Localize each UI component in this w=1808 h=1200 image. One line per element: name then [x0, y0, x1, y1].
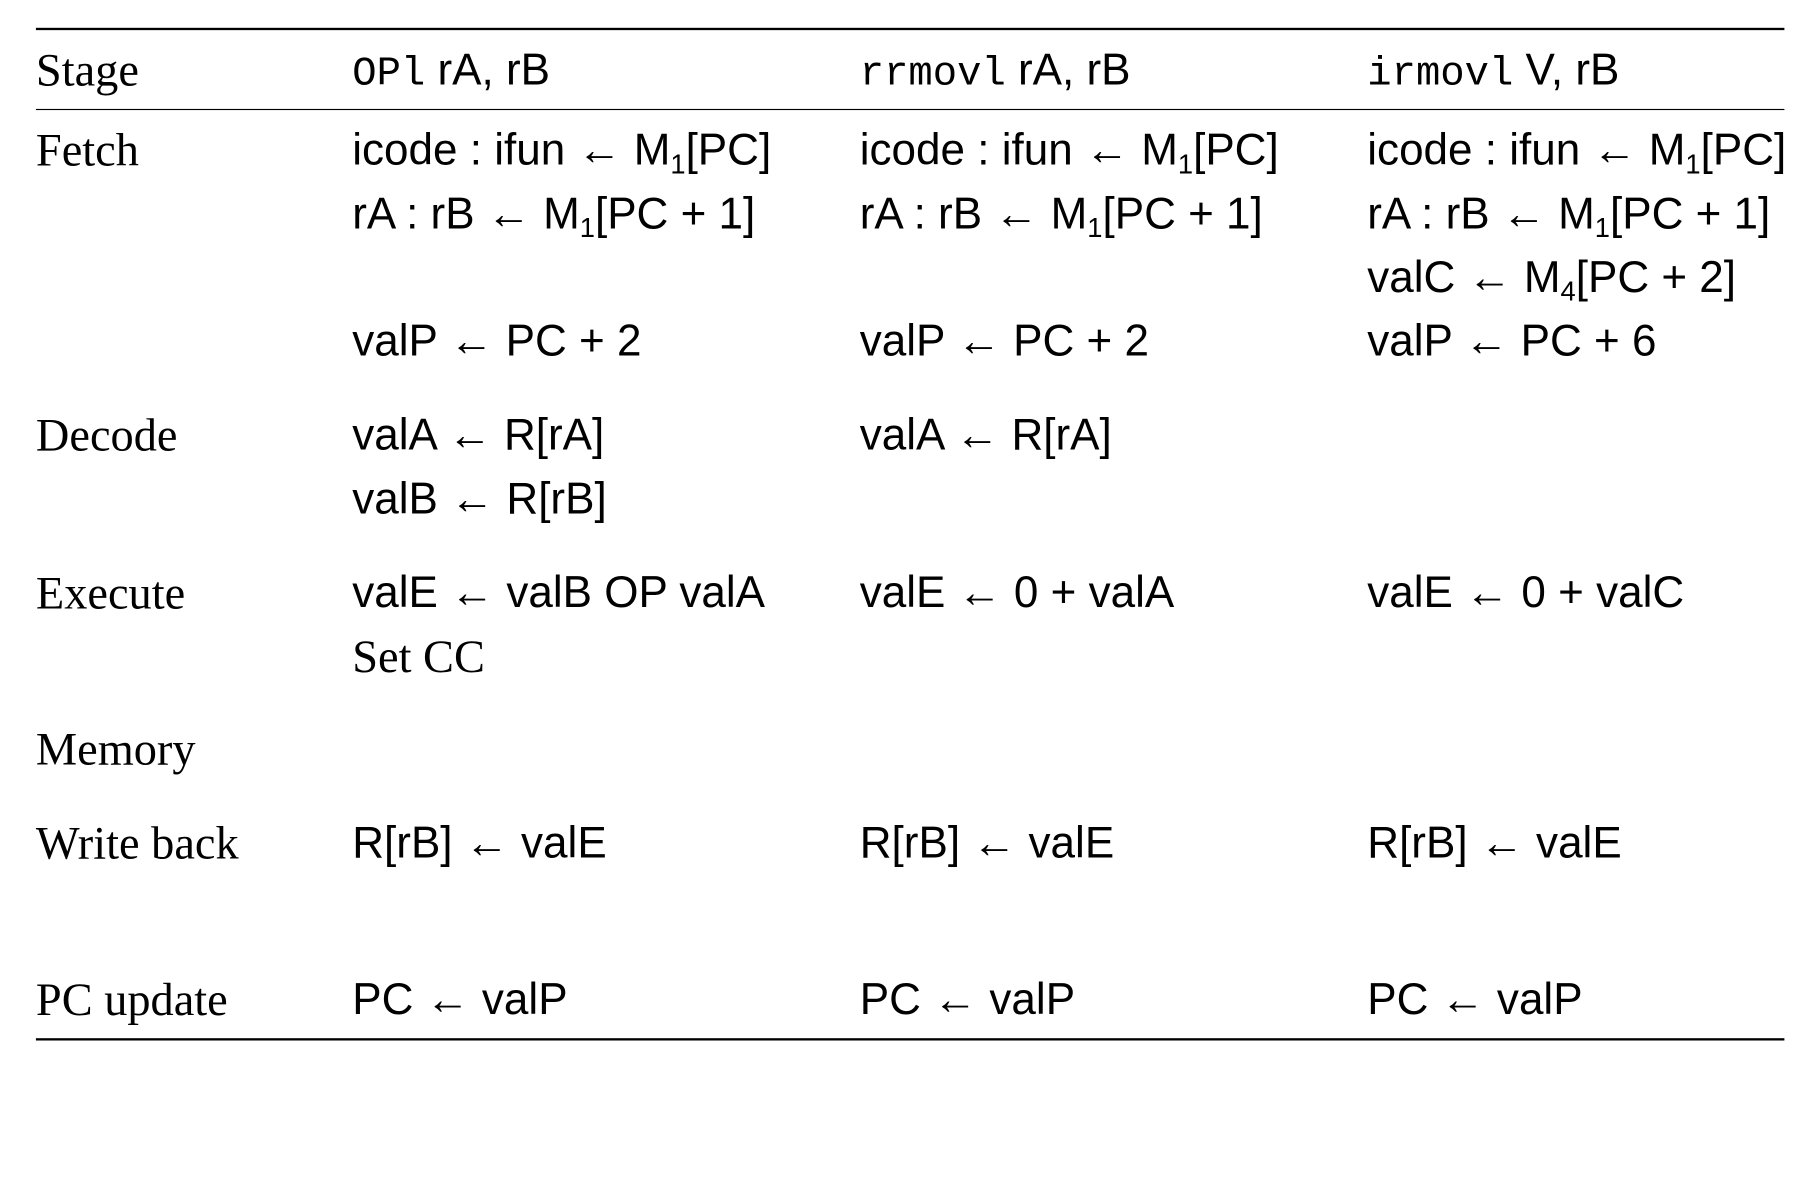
rrmovl-fetch-icode-sub: 1	[1177, 148, 1194, 180]
rrmovl-fetch-rarb-sub: 1	[1087, 212, 1103, 243]
opl-fetch-valp: valP ← PC + 2	[352, 317, 642, 367]
header-irmovl-code: irmovl	[1367, 50, 1514, 98]
rrmovl-fetch-rarb-text: rA : rB ← M	[859, 190, 1088, 239]
header-rrmovl: rrmovl rA, rB	[860, 49, 1131, 97]
rrmovl-fetch-rarb: rA : rB ← M1[PC + 1]	[859, 190, 1263, 241]
stage-memory: Memory	[35, 723, 196, 776]
opl-fetch-rarb-text: rA : rB ← M	[352, 190, 580, 239]
irmovl-fetch-valc-sub: 4	[1560, 276, 1576, 307]
stage-fetch: Fetch	[35, 123, 139, 177]
stage-decode: Decode	[35, 409, 178, 462]
irmovl-writeback: R[rB] ← valE	[1367, 819, 1622, 868]
rrmovl-fetch-valp: valP ← PC + 2	[859, 317, 1149, 367]
bottom-rule	[35, 1038, 1785, 1041]
irmovl-fetch-icode-end: [PC]	[1700, 126, 1787, 175]
opl-fetch-icode-sub: 1	[670, 148, 686, 180]
rrmovl-pcupdate: PC ← valP	[859, 975, 1076, 1025]
irmovl-fetch-rarb: rA : rB ← M1[PC + 1]	[1367, 190, 1771, 241]
header-irmovl-operands: V, rB	[1513, 46, 1620, 96]
top-rule	[35, 27, 1785, 31]
irmovl-fetch-rarb-sub: 1	[1594, 212, 1610, 243]
irmovl-fetch-icode-sub: 1	[1685, 148, 1701, 180]
irmovl-fetch-rarb-end: [PC + 1]	[1609, 190, 1771, 239]
opl-writeback: R[rB] ← valE	[352, 819, 607, 868]
header-opl-code: OPl	[352, 50, 426, 98]
opl-fetch-rarb: rA : rB ← M1[PC + 1]	[352, 190, 756, 241]
stage-execute: Execute	[35, 566, 186, 619]
rrmovl-decode-vala: valA ← R[rA]	[859, 411, 1112, 461]
opl-execute-vale: valE ← valB OP valA	[352, 568, 765, 618]
opl-pcupdate: PC ← valP	[352, 975, 568, 1025]
opl-fetch-rarb-end: [PC + 1]	[594, 190, 756, 239]
rrmovl-execute-vale: valE ← 0 + valA	[859, 568, 1175, 618]
opl-decode-vala: valA ← R[rA]	[352, 411, 605, 461]
rrmovl-fetch-icode-text: icode : ifun ← M	[859, 126, 1178, 175]
opl-fetch-icode-text: icode : ifun ← M	[352, 126, 671, 175]
rrmovl-fetch-icode: icode : ifun ← M1[PC]	[859, 126, 1279, 178]
irmovl-fetch-icode: icode : ifun ← M1[PC]	[1367, 126, 1787, 178]
rrmovl-fetch-rarb-end: [PC + 1]	[1102, 190, 1263, 239]
stage-writeback: Write back	[35, 816, 239, 870]
opl-decode-valb: valB ← R[rB]	[352, 475, 607, 524]
header-opl: OPl rA, rB	[352, 49, 550, 97]
opl-execute-setcc: Set CC	[352, 630, 485, 683]
irmovl-fetch-valp: valP ← PC + 6	[1367, 317, 1657, 367]
irmovl-fetch-rarb-text: rA : rB ← M	[1367, 190, 1595, 239]
header-rrmovl-operands: rA, rB	[1005, 46, 1131, 96]
opl-fetch-rarb-sub: 1	[579, 212, 595, 243]
irmovl-execute-vale: valE ← 0 + valC	[1367, 568, 1685, 618]
opl-fetch-icode-end: [PC]	[685, 126, 772, 175]
irmovl-fetch-icode-text: icode : ifun ← M	[1367, 126, 1686, 175]
header-irmovl: irmovl V, rB	[1367, 49, 1619, 97]
opl-fetch-icode: icode : ifun ← M1[PC]	[352, 126, 772, 178]
header-rule	[35, 108, 1785, 111]
stage-pcupdate: PC update	[35, 973, 228, 1026]
rrmovl-writeback: R[rB] ← valE	[859, 819, 1115, 868]
rrmovl-fetch-icode-end: [PC]	[1193, 126, 1279, 175]
header-rrmovl-code: rrmovl	[859, 50, 1006, 98]
header-opl-operands: rA, rB	[425, 46, 551, 96]
irmovl-fetch-valc: valC ← M4[PC + 2]	[1367, 253, 1737, 305]
irmovl-pcupdate: PC ← valP	[1367, 975, 1583, 1025]
irmovl-fetch-valc-text: valC ← M	[1367, 253, 1561, 303]
irmovl-fetch-valc-end: [PC + 2]	[1575, 253, 1737, 303]
header-stage: Stage	[35, 44, 139, 97]
